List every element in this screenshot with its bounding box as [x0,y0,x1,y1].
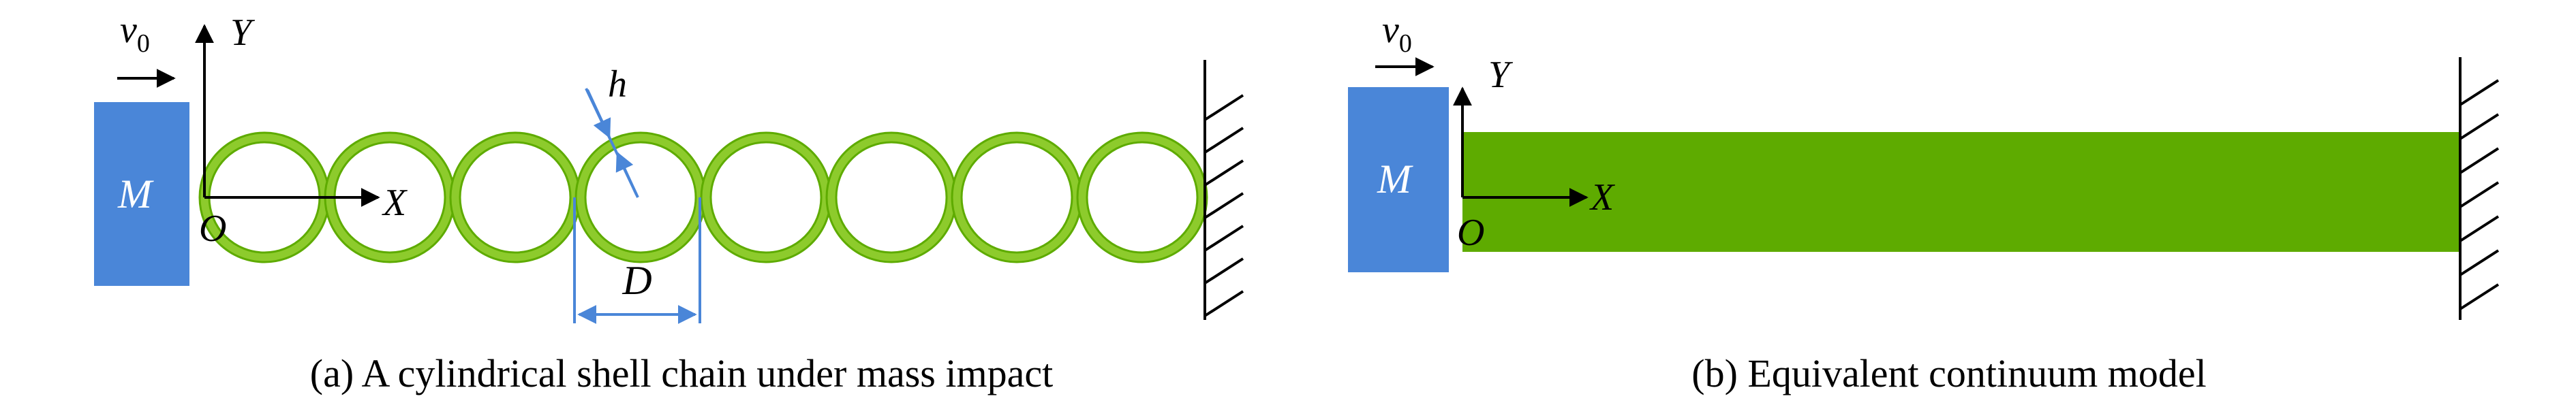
y-axis-label: Y [1488,54,1514,96]
wall-hatch-line [1203,94,1244,121]
fixed-wall-a [1203,60,1244,320]
fixed-wall-b [2459,57,2500,320]
velocity-label: v0 [120,9,150,58]
wall-hatch-line [2459,283,2500,310]
caption-a: (a) A cylindrical shell chain under mass… [310,351,1053,395]
shell-outer-edge [700,131,832,263]
x-axis-label: X [1589,176,1616,218]
thickness-arrow-inner [615,151,638,195]
thickness-arrow-outer [586,89,611,139]
wall-hatch-line [1203,290,1244,317]
wall-hatch-line [2459,181,2500,208]
wall-hatch-line [1203,192,1244,219]
wall-hatch-line [2459,113,2500,140]
mass-label: M [1377,157,1413,201]
mass-label: M [117,172,154,216]
shell-inner-edge [960,141,1073,254]
velocity-label: v0 [1382,9,1412,58]
cylindrical-shell-ring [450,133,580,262]
wall-hatch-line [1203,127,1244,154]
caption-b: (b) Equivalent continuum model [1691,351,2206,395]
shell-outer-edge [825,131,957,263]
impact-mass-block [1348,87,1449,272]
shell-inner-edge [459,141,572,254]
wall-hatch-line [1203,225,1244,252]
shell-inner-edge [584,141,697,254]
panel-b: v0 M Y X O (b) Equivalent continuum mode… [1348,9,2500,395]
y-axis-label: Y [230,12,256,54]
wall-hatch-line [2459,147,2500,174]
thickness-label: h [608,63,627,106]
shell-outer-edge [951,131,1083,263]
shell-inner-edge [709,141,823,254]
shell-inner-edge [1086,141,1199,254]
cylindrical-shell-ring [827,133,956,262]
cylindrical-shell-ring [701,133,831,262]
wall-hatch-line [2459,249,2500,276]
shell-outer-edge [574,131,707,263]
wall-hatch-line [2459,215,2500,242]
wall-hatch-line [2459,79,2500,106]
shell-outer-edge [449,131,581,263]
cylindrical-shell-ring [1077,133,1207,262]
origin-label: O [199,208,226,250]
panel-a: M v0 Y X O h D (a) A cylindrical shell c… [94,9,1244,395]
impact-mass-block [94,102,189,286]
wall-hatch-line [1203,257,1244,285]
x-axis-label: X [382,182,408,224]
cylindrical-shell-ring [576,133,705,262]
shell-inner-edge [835,141,948,254]
wall-hatch-line [1203,159,1244,187]
equivalent-continuum-bar [1462,132,2460,252]
cylindrical-shell-ring [952,133,1082,262]
origin-label: O [1457,212,1484,254]
shell-outer-edge [1076,131,1208,263]
diameter-label: D [622,258,651,303]
